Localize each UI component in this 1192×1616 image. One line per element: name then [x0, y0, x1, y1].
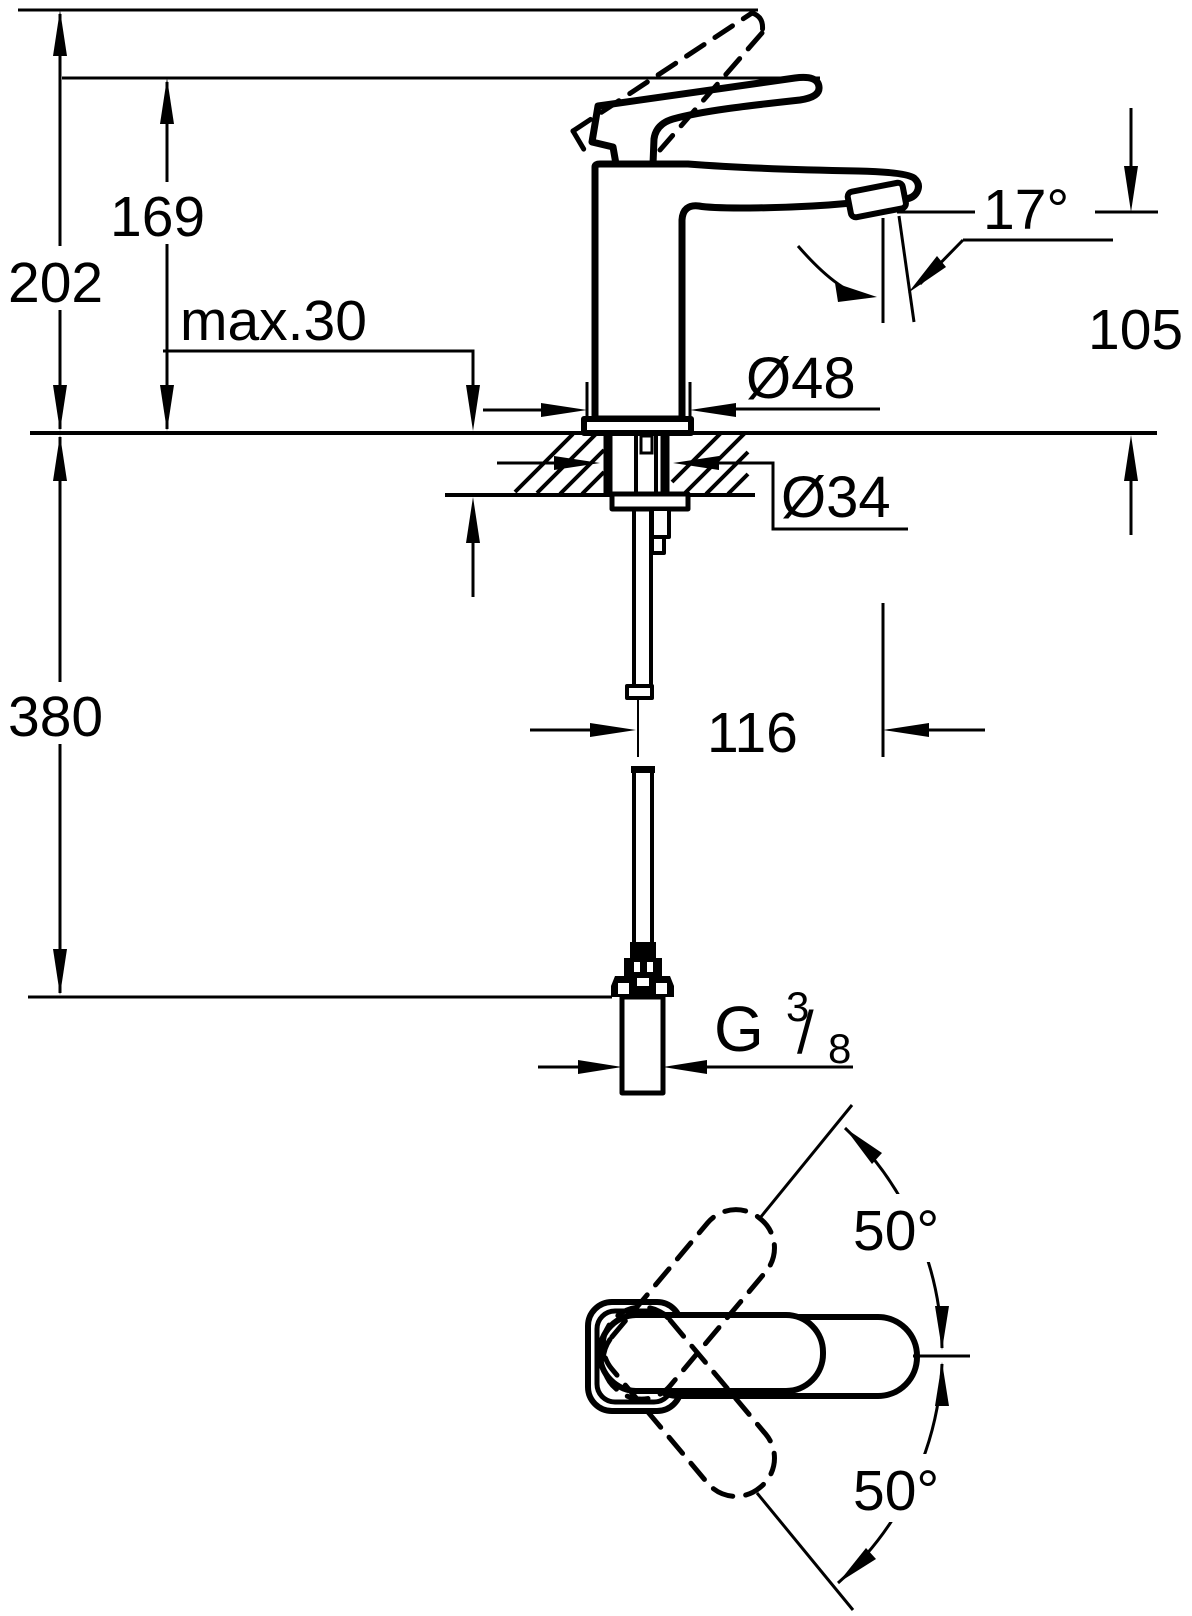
dimension-dia34: Ø34	[497, 456, 908, 531]
dim-max-thickness-label: max.30	[180, 289, 367, 353]
dim-swing-down-label: 50°	[853, 1459, 939, 1523]
extension-lines	[18, 8, 1158, 999]
dimension-202: 202	[0, 10, 116, 431]
dimension-max30: max.30	[163, 289, 480, 597]
dim-spout-reach-label: 116	[707, 701, 798, 765]
dim-base-dia-label: Ø48	[746, 346, 856, 411]
dim-swing-up-label: 50°	[853, 1199, 939, 1263]
dimension-g38: G 3 / 8	[538, 983, 853, 1074]
lever-handle-raised-dashed	[570, 10, 765, 161]
pipe-break-end	[625, 684, 654, 700]
dim-total-height-label: 202	[8, 251, 103, 315]
handle-top-view: 50° 50°	[585, 1104, 983, 1611]
hose-lower	[632, 770, 654, 942]
supply-pipe	[632, 509, 653, 687]
shank-flange-nut	[609, 491, 691, 512]
dimension-105: 105	[1088, 108, 1183, 535]
lever-handle	[588, 73, 823, 168]
dim-below-counter-label: 380	[8, 685, 103, 749]
mounting-shank	[603, 433, 691, 555]
dim-shank-dia-label: Ø34	[781, 465, 891, 530]
lever-grip-top	[597, 1312, 826, 1394]
dim-body-height-label: 169	[110, 185, 205, 249]
dim-spout-angle-label: 17°	[983, 178, 1069, 242]
dimension-dia48: Ø48	[483, 346, 880, 417]
water-stream-angled	[897, 215, 916, 323]
thread-size-g: G	[714, 993, 764, 1065]
thread-size-numerator: 3	[786, 983, 809, 1030]
thread-tail-g38	[619, 994, 666, 1096]
dimension-380: 380	[0, 435, 118, 995]
aerator	[844, 179, 909, 221]
lever-swung-up-dashed	[600, 1207, 777, 1402]
lever-swung-down-dashed	[600, 1304, 777, 1499]
ext-line-swing-up	[758, 1104, 854, 1219]
dim-spout-height-label: 105	[1088, 298, 1183, 362]
dimension-17deg: 17°	[796, 178, 1113, 302]
thread-size-denominator: 8	[828, 1025, 851, 1072]
faucet-body-outline	[591, 160, 922, 423]
dimension-169: 169	[102, 78, 214, 431]
faucet-base-plate	[581, 416, 694, 436]
hose-nut	[624, 958, 662, 976]
hose-crimp	[630, 942, 656, 958]
thread-size-slash: /	[797, 999, 814, 1066]
ext-line-swing-down	[755, 1492, 855, 1611]
dimension-116: 116	[530, 701, 985, 765]
faucet-side-view	[570, 10, 922, 436]
supply-hose	[611, 509, 674, 1096]
